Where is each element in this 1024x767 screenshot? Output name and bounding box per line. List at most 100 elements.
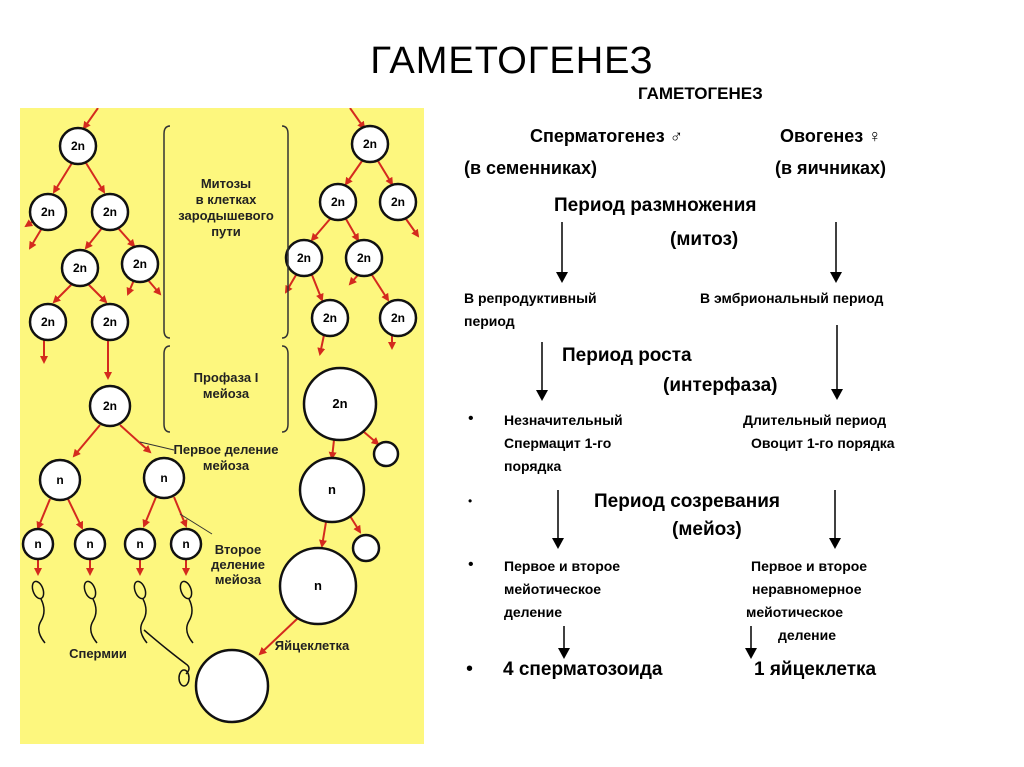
label-second-division-2: деление (211, 557, 265, 572)
division-arrow (311, 274, 324, 302)
slide-title: ГАМЕТОГЕНЕЗ (370, 40, 654, 82)
division-arrow (345, 218, 359, 242)
growth-left-line2: Спермацит 1-го (504, 435, 612, 451)
cell-2n-right-7: 2n (378, 298, 418, 338)
division-arrow (85, 162, 106, 194)
cell-egg (194, 648, 270, 724)
sperm-approach-head (178, 669, 190, 687)
label-first-division-2: мейоза (203, 458, 250, 473)
growth-left-line1: Незначительный (504, 412, 623, 428)
bullet-meiosis: • (468, 556, 474, 573)
arrow-repro-right (830, 222, 842, 283)
cell-polar-body-1 (372, 440, 400, 468)
spermatogenesis-label: Сперматогенез ♂ (530, 126, 684, 146)
division-arrow (377, 160, 394, 186)
cell-2n-right-5: 2n (344, 238, 384, 278)
cell-n-left-3: n (21, 527, 55, 561)
cell-2n-left-7: 2n (90, 302, 130, 342)
repro-left-line1: В репродуктивный (464, 290, 597, 306)
division-arrow (173, 496, 188, 528)
growth-period-title: Период роста (562, 345, 692, 366)
bullet-growth: • (468, 410, 474, 427)
cell-2n-right-2-label: 2n (331, 195, 345, 209)
cell-oocyte-1-body (302, 366, 378, 442)
cell-2n-right-6-body (310, 298, 350, 338)
cell-n-left-1-label: n (56, 473, 63, 487)
cell-oocyte-3: n (278, 546, 358, 626)
cell-2n-left-prophase: 2n (88, 384, 132, 428)
cell-2n-left-3-label: 2n (103, 205, 117, 219)
mat-left-line1: Первое и второе (504, 558, 621, 574)
cell-n-left-6-label: n (182, 537, 189, 551)
sperm-cell-head-4 (179, 580, 193, 600)
repro-right: В эмбриональный период (700, 290, 884, 306)
division-arrow (319, 521, 327, 548)
scheme-heading: ГАМЕТОГЕНЕЗ (638, 84, 763, 103)
testes-label: (в семенниках) (464, 158, 598, 178)
mat-right-line4: деление (778, 627, 837, 643)
cell-2n-left-7-label: 2n (103, 315, 117, 329)
division-arrow (310, 218, 331, 242)
growth-right-line2: Овоцит 1-го порядка (751, 435, 895, 451)
bracket-prophase-right (281, 345, 289, 433)
division-arrow (52, 162, 73, 194)
sperm-cell-tail-1 (38, 598, 46, 644)
cell-2n-right-6: 2n (310, 298, 350, 338)
cell-oocyte-2-label: n (328, 482, 336, 497)
label-mitoses-3: зародышевого (178, 208, 274, 223)
arrow-in-left (82, 108, 99, 130)
sperm-cell-head-2 (83, 580, 97, 600)
cell-2n-left-1-body (58, 126, 98, 166)
division-arrow (117, 227, 136, 248)
cell-2n-right-1-body (350, 124, 390, 164)
sperm-cell-tail-3 (140, 598, 148, 644)
cell-n-left-2-body (142, 456, 186, 500)
division-arrow (348, 274, 359, 286)
cell-polar-body-1-body (372, 440, 400, 468)
cell-2n-right-2: 2n (318, 182, 358, 222)
cell-n-left-2-label: n (160, 471, 167, 485)
sperm-approach-tail (143, 629, 190, 675)
mat-left-line3: деление (504, 604, 563, 620)
sperm-cell-tail-4 (186, 598, 194, 644)
bracket-mitoses-left (163, 125, 171, 339)
division-arrow (349, 515, 362, 534)
arrow-growth-right (831, 325, 843, 400)
bracket-mitoses-right (281, 125, 289, 339)
arrow-repro-left (556, 222, 568, 283)
cell-2n-right-6-label: 2n (323, 311, 337, 325)
cell-n-left-2: n (142, 456, 186, 500)
cell-2n-right-4: 2n (284, 238, 324, 278)
cell-n-left-5-body (123, 527, 157, 561)
cell-oocyte-2: n (298, 456, 366, 524)
cell-2n-right-2-body (318, 182, 358, 222)
division-arrow (36, 498, 51, 530)
sperm-cell-head-1 (31, 580, 45, 600)
cell-oocyte-3-body (278, 546, 358, 626)
arrow-result-right (745, 626, 757, 659)
cell-oocyte-3-label: n (314, 578, 322, 593)
result-egg-count: 1 яйцеклетка (754, 659, 877, 680)
mat-right-line1: Первое и второе (751, 558, 868, 574)
cell-2n-left-prophase-body (88, 384, 132, 428)
sperm-cell-tail-2 (90, 598, 98, 644)
cell-2n-left-4-label: 2n (73, 261, 87, 275)
division-arrow (363, 431, 380, 446)
division-arrow (67, 498, 83, 530)
label-prophase-1: Профаза I (194, 370, 259, 385)
division-arrow (142, 496, 157, 528)
cell-oocyte-1-label: 2n (332, 396, 347, 411)
growth-period-sub: (интерфаза) (663, 375, 778, 396)
cell-2n-left-3-body (90, 192, 130, 232)
cell-2n-left-5: 2n (120, 244, 160, 284)
cell-2n-left-4-body (60, 248, 100, 288)
cell-polar-body-2-body (351, 533, 381, 563)
ovaries-label: (в яичниках) (775, 158, 887, 178)
cell-2n-right-3: 2n (378, 182, 418, 222)
growth-left-line3: порядка (504, 458, 562, 474)
mat-right-line2: неравномерное (752, 581, 862, 597)
cell-2n-left-prophase-label: 2n (103, 399, 117, 413)
reproduction-period-title: Период размножения (554, 195, 757, 216)
arrow-result-left (558, 626, 570, 659)
label-egg: Яйцеклетка (275, 638, 350, 653)
